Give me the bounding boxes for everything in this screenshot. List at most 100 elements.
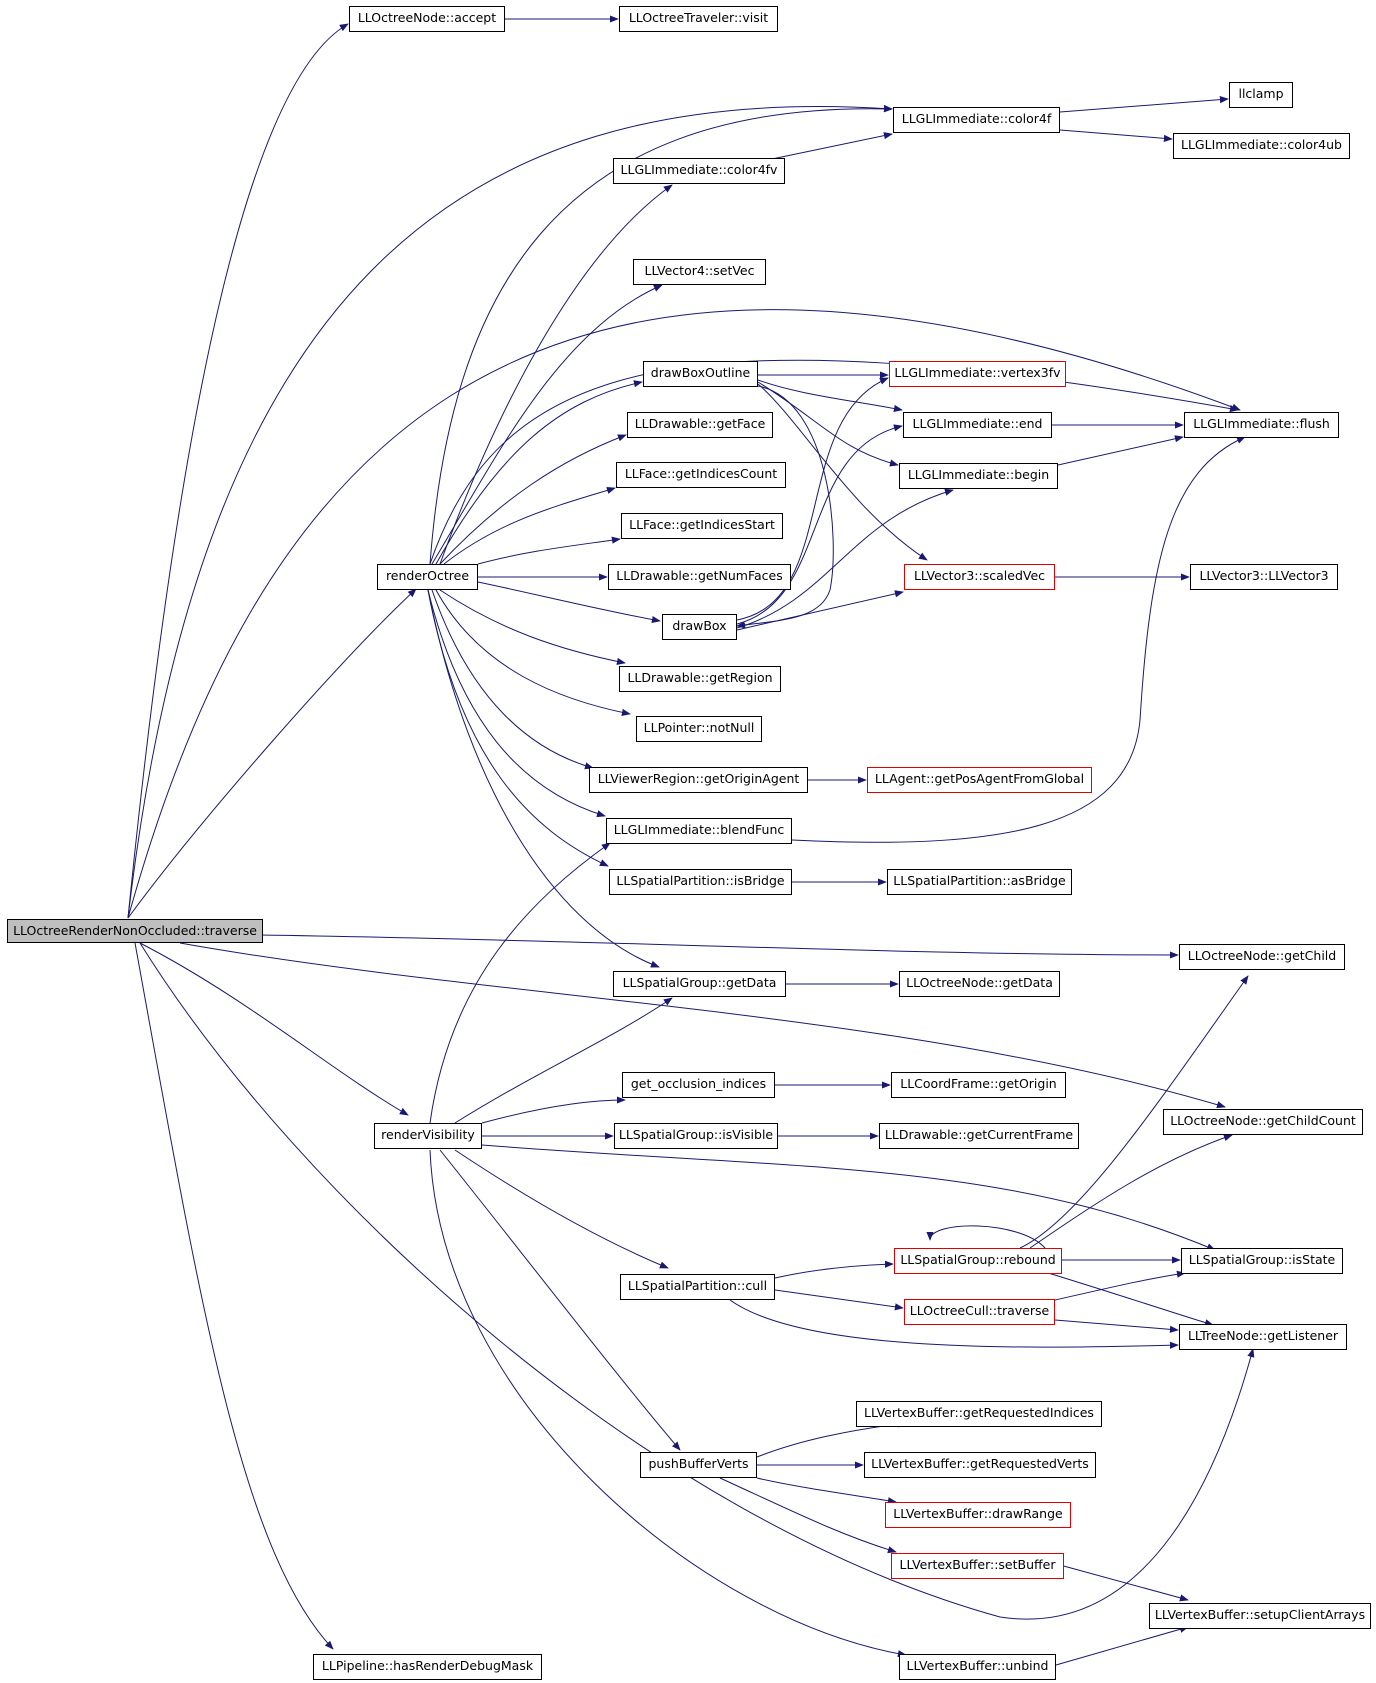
edge-renderOctree-getRegion: [439, 589, 626, 665]
edge-renderVisibility-pushBufferVerts: [439, 1149, 681, 1451]
edge-rebound-rebound: [926, 1225, 1046, 1249]
edge-root-renderVisibility: [139, 942, 409, 1116]
edge-renderVisibility-occlusion: [481, 1096, 626, 1124]
edge-color4f-color4ub: [1059, 129, 1173, 142]
edge-rebound-getListener: [1044, 1271, 1214, 1327]
node-rebound[interactable]: LLSpatialGroup::rebound: [894, 1248, 1062, 1274]
node-isVisible[interactable]: LLSpatialGroup::isVisible: [614, 1123, 778, 1149]
node-blendFunc[interactable]: LLGLImmediate::blendFunc: [606, 818, 792, 844]
edge-renderVisibility-blendFunc: [429, 842, 611, 1124]
edge-drawBoxOutline-begin: [757, 381, 899, 467]
edge-renderVisibility-cull: [454, 1149, 669, 1269]
node-renderOctree[interactable]: renderOctree: [377, 564, 478, 590]
node-vec3ctor[interactable]: LLVector3::LLVector3: [1190, 564, 1338, 590]
node-glend[interactable]: LLGLImmediate::end: [903, 412, 1052, 438]
edge-rebound-getChild: [1019, 975, 1249, 1249]
edge-rebound-getChildCount: [1029, 1134, 1233, 1249]
edge-drawBox-vertex3fv: [736, 377, 889, 621]
node-glbegin[interactable]: LLGLImmediate::begin: [899, 463, 1058, 489]
node-getChildCount[interactable]: LLOctreeNode::getChildCount: [1163, 1109, 1363, 1135]
node-drawBoxOutline[interactable]: drawBoxOutline: [643, 361, 758, 387]
edge-renderOctree-sgGetData: [427, 589, 660, 968]
edge-renderOctree-notNull: [435, 589, 631, 716]
node-setupClientArrays[interactable]: LLVertexBuffer::setupClientArrays: [1149, 1603, 1371, 1629]
node-isBridge[interactable]: LLSpatialPartition::isBridge: [609, 869, 792, 895]
node-accept[interactable]: LLOctreeNode::accept: [349, 6, 505, 32]
edge-root-getListener: [139, 942, 1255, 1620]
node-root[interactable]: LLOctreeRenderNonOccluded::traverse: [7, 919, 263, 943]
edge-setBuffer-setupClientArrays: [1059, 1564, 1189, 1602]
node-drawRange[interactable]: LLVertexBuffer::drawRange: [885, 1502, 1071, 1528]
node-onGetData[interactable]: LLOctreeNode::getData: [899, 971, 1060, 997]
edge-drawBox-begin: [736, 488, 954, 629]
node-getRegion[interactable]: LLDrawable::getRegion: [619, 666, 781, 692]
node-getIndicesCount[interactable]: LLFace::getIndicesCount: [616, 462, 786, 488]
edge-blendFunc-flush: [791, 436, 1246, 843]
edge-push-setBuffer: [719, 1477, 897, 1554]
node-getNumFaces[interactable]: LLDrawable::getNumFaces: [608, 564, 791, 590]
node-unbind[interactable]: LLVertexBuffer::unbind: [899, 1654, 1056, 1680]
node-pushBufferVerts[interactable]: pushBufferVerts: [640, 1452, 757, 1478]
node-hasRenderDebugMask[interactable]: LLPipeline::hasRenderDebugMask: [313, 1654, 542, 1680]
node-renderVisibility[interactable]: renderVisibility: [374, 1123, 482, 1149]
edge-renderOctree-blendFunc: [427, 589, 606, 818]
edge-root-hasRenderDebugMask: [134, 942, 334, 1650]
node-llclamp[interactable]: llclamp: [1229, 82, 1293, 108]
node-getPosAgent[interactable]: LLAgent::getPosAgentFromGlobal: [867, 767, 1092, 793]
edge-renderVisibility-unbind: [429, 1149, 907, 1658]
edge-root-getChildCount: [179, 942, 1226, 1109]
edge-renderOctree-setVec: [431, 284, 663, 565]
node-reqVerts[interactable]: LLVertexBuffer::getRequestedVerts: [864, 1452, 1096, 1478]
edge-drawBox-scaledVec: [736, 590, 904, 631]
edge-color4f-llclamp: [1059, 96, 1229, 113]
node-color4fv[interactable]: LLGLImmediate::color4fv: [613, 158, 785, 184]
node-getChild[interactable]: LLOctreeNode::getChild: [1179, 944, 1345, 970]
node-isState[interactable]: LLSpatialGroup::isState: [1181, 1248, 1343, 1274]
edge-renderOctree-getFace: [439, 434, 627, 565]
edge-cull-getListener: [729, 1299, 1179, 1349]
edge-cull-rebound: [774, 1260, 894, 1279]
edge-cull-ocTraverse: [774, 1289, 904, 1311]
node-asBridge[interactable]: LLSpatialPartition::asBridge: [887, 869, 1072, 895]
node-getCurrentFrame[interactable]: LLDrawable::getCurrentFrame: [879, 1123, 1079, 1149]
edge-renderOctree-color4f: [429, 105, 893, 565]
edge-root-color4f: [127, 104, 893, 919]
edge-root-accept: [127, 23, 349, 919]
node-setBuffer[interactable]: LLVertexBuffer::setBuffer: [891, 1553, 1064, 1579]
node-sgGetData[interactable]: LLSpatialGroup::getData: [613, 971, 786, 997]
node-getOrigin[interactable]: LLCoordFrame::getOrigin: [891, 1072, 1066, 1098]
edge-root-getChild: [259, 934, 1179, 959]
edge-drawBox-end: [736, 424, 903, 625]
node-vertex3fv[interactable]: LLGLImmediate::vertex3fv: [889, 361, 1066, 387]
edge-renderVisibility-isState: [481, 1144, 1216, 1251]
node-getOriginAgent[interactable]: LLViewerRegion::getOriginAgent: [589, 767, 808, 793]
node-ocTraverse[interactable]: LLOctreeCull::traverse: [904, 1299, 1055, 1325]
node-color4f[interactable]: LLGLImmediate::color4f: [893, 107, 1060, 133]
node-notNull[interactable]: LLPointer::notNull: [636, 716, 762, 742]
edge-renderOctree-getIndicesCount: [443, 486, 616, 565]
edge-color4fv-color4f: [771, 132, 893, 160]
edge-renderOctree-getIndicesStart: [477, 536, 621, 565]
node-occlusion[interactable]: get_occlusion_indices: [622, 1072, 775, 1098]
node-color4ub[interactable]: LLGLImmediate::color4ub: [1173, 133, 1350, 159]
node-getListener[interactable]: LLTreeNode::getListener: [1179, 1324, 1347, 1350]
edge-renderOctree-color4fv: [439, 184, 673, 565]
edge-unbind-setupClientArrays: [1055, 1625, 1189, 1666]
node-reqIndices[interactable]: LLVertexBuffer::getRequestedIndices: [856, 1401, 1102, 1427]
edge-drawBoxOutline-end: [757, 379, 903, 413]
node-setVec[interactable]: LLVector4::setVec: [633, 259, 766, 285]
node-cull[interactable]: LLSpatialPartition::cull: [620, 1274, 775, 1300]
node-getIndicesStart[interactable]: LLFace::getIndicesStart: [621, 513, 783, 539]
edge-drawBoxOutline-scaledVec: [757, 383, 928, 561]
node-flush[interactable]: LLGLImmediate::flush: [1184, 412, 1339, 438]
node-visit[interactable]: LLOctreeTraveler::visit: [619, 6, 778, 32]
node-scaledVec[interactable]: LLVector3::scaledVec: [904, 564, 1055, 590]
edge-renderOctree-drawBox: [477, 581, 661, 624]
edge-push-drawRange: [756, 1477, 897, 1505]
edge-renderOctree-getOriginAgent: [431, 589, 594, 770]
edge-root-renderOctree: [127, 588, 417, 919]
edge-ocTraverse-isState: [1054, 1270, 1186, 1301]
node-drawBox[interactable]: drawBox: [662, 614, 737, 640]
node-getFace[interactable]: LLDrawable::getFace: [627, 412, 773, 438]
